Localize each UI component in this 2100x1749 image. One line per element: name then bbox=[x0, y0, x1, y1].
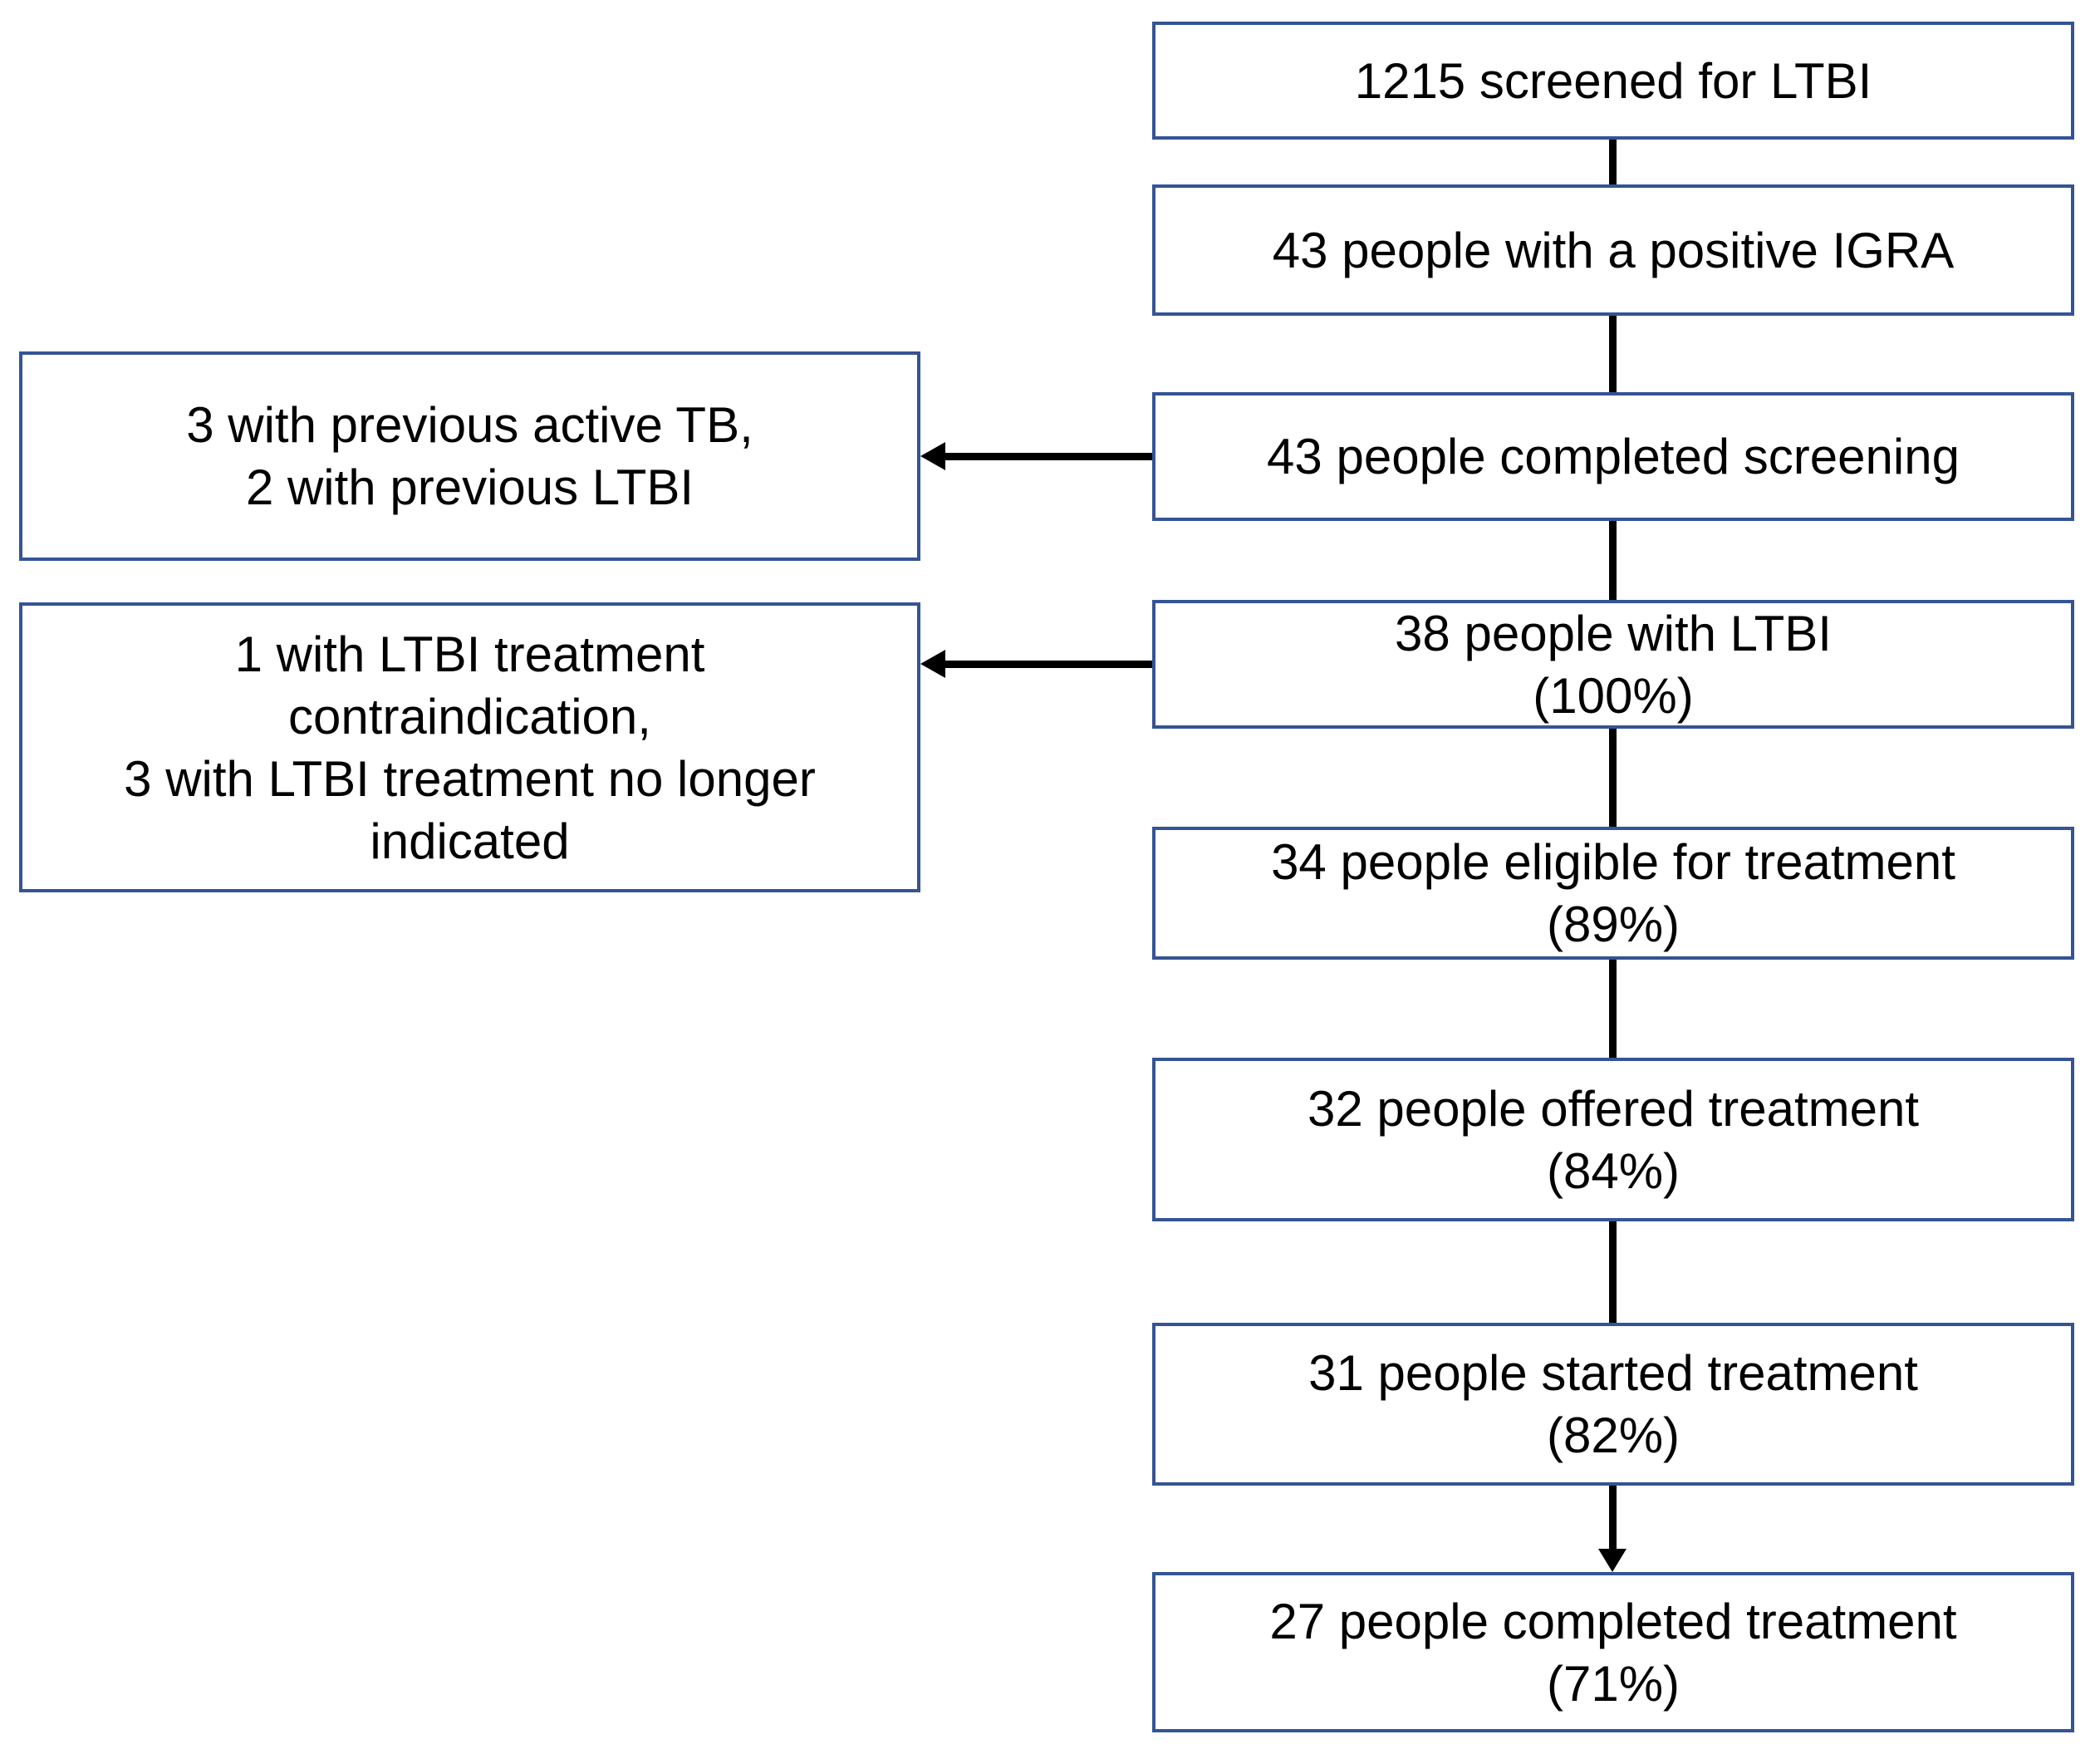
arrowhead-down-icon bbox=[1598, 1549, 1627, 1572]
flow-node-eligible: 34 people eligible for treatment (89%) bbox=[1152, 827, 2074, 960]
flow-node-percent: (89%) bbox=[1546, 897, 1680, 952]
exclusion-line: 3 with LTBI treatment no longer bbox=[124, 750, 816, 807]
flow-node-label: 27 people completed treatment bbox=[1269, 1593, 1957, 1649]
flow-node-offered: 32 people offered treatment (84%) bbox=[1152, 1058, 2074, 1221]
flow-node-label: 43 people completed screening bbox=[1267, 429, 1960, 484]
flow-node-percent: (82%) bbox=[1546, 1408, 1680, 1463]
flow-node-label: 38 people with LTBI bbox=[1395, 605, 1832, 661]
flow-node-percent: (71%) bbox=[1546, 1655, 1680, 1712]
connector-1-2 bbox=[1609, 140, 1617, 184]
connector-3-4 bbox=[1609, 521, 1617, 600]
exclusion-node-previous-tb: 3 with previous active TB, 2 with previo… bbox=[19, 351, 920, 561]
flow-node-completed-screening: 43 people completed screening bbox=[1152, 392, 2074, 521]
exclusion-node-treatment-contraindication: 1 with LTBI treatment contraindication, … bbox=[19, 602, 920, 892]
flow-node-label: 31 people started treatment bbox=[1308, 1345, 1918, 1401]
exclusion-line: indicated bbox=[370, 813, 570, 869]
arrowhead-left-icon bbox=[920, 650, 945, 678]
connector-5-6 bbox=[1609, 960, 1617, 1058]
flow-node-label: 32 people offered treatment bbox=[1307, 1080, 1920, 1137]
flow-node-label: 34 people eligible for treatment bbox=[1271, 834, 1955, 890]
exclusion-arrow-2 bbox=[945, 661, 1152, 668]
exclusion-line: 3 with previous active TB, bbox=[186, 397, 753, 453]
flow-node-percent: (100%) bbox=[1533, 667, 1694, 724]
flow-node-with-ltbi: 38 people with LTBI (100%) bbox=[1152, 600, 2074, 729]
flow-node-completed-treatment: 27 people completed treatment (71%) bbox=[1152, 1572, 2074, 1732]
connector-4-5 bbox=[1609, 729, 1617, 827]
flow-node-percent: (84%) bbox=[1546, 1142, 1680, 1199]
exclusion-arrow-1 bbox=[945, 453, 1152, 460]
exclusion-line: 2 with previous LTBI bbox=[245, 459, 694, 515]
flow-node-label: 43 people with a positive IGRA bbox=[1272, 222, 1955, 278]
flow-node-started: 31 people started treatment (82%) bbox=[1152, 1323, 2074, 1486]
connector-2-3 bbox=[1609, 316, 1617, 392]
flow-node-label: 1215 screened for LTBI bbox=[1354, 52, 1872, 109]
flow-node-screened: 1215 screened for LTBI bbox=[1152, 22, 2074, 140]
exclusion-line: contraindication, bbox=[288, 688, 651, 744]
flow-node-positive-igra: 43 people with a positive IGRA bbox=[1152, 184, 2074, 316]
arrowhead-left-icon bbox=[920, 442, 945, 470]
connector-6-7 bbox=[1609, 1221, 1617, 1323]
exclusion-line: 1 with LTBI treatment bbox=[234, 626, 705, 682]
connector-7-8 bbox=[1609, 1486, 1617, 1549]
